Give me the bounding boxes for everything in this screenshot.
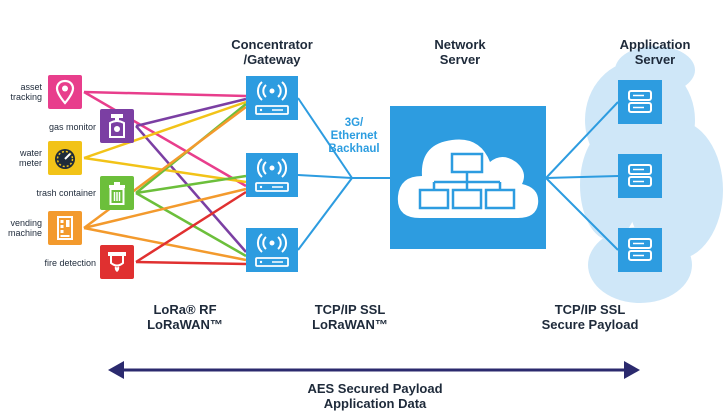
server-links: [545, 101, 619, 251]
payload-protocol-label: TCP/IP SSL Secure Payload: [525, 302, 655, 332]
device-label-line: trash container: [36, 188, 96, 198]
location-pin-icon: [55, 79, 75, 105]
transport-protocol-line: LoRaWAN™: [312, 317, 388, 332]
radio-protocol-line: LoRaWAN™: [147, 317, 223, 332]
server-icon: [628, 164, 652, 187]
gateway-2: [246, 153, 298, 197]
device-label-vending-machine: vending machine: [0, 218, 42, 238]
device-label-line: gas monitor: [48, 122, 96, 132]
vending-machine-icon: [57, 216, 73, 240]
gateway-antenna-icon: [255, 81, 289, 115]
device-label-asset-tracking: asset tracking: [0, 82, 42, 102]
application-server-header-line1: Application: [619, 37, 691, 52]
device-label-line: fire detection: [44, 258, 96, 268]
server-icon: [628, 238, 652, 261]
gateway-3: [246, 228, 298, 272]
network-server-header: Network Server: [410, 37, 510, 67]
gateway-antenna-icon: [255, 158, 289, 192]
application-server-header-line2: Server: [634, 52, 676, 67]
fire-detection-tile: [100, 245, 134, 279]
water-meter-tile: [48, 141, 82, 175]
aes-banner-line: Application Data: [323, 396, 427, 411]
device-label-line: machine: [7, 228, 42, 238]
gateway-antenna-icon: [255, 233, 289, 267]
device-label-gas-monitor: gas monitor: [20, 122, 96, 132]
payload-protocol-line: TCP/IP SSL: [554, 302, 626, 317]
asset-tracking-tile: [48, 75, 82, 109]
network-server-header-line1: Network: [434, 37, 486, 52]
application-server-1: [618, 80, 662, 124]
fire-alarm-icon: [108, 252, 126, 272]
concentrator-header: Concentrator /Gateway: [212, 37, 332, 67]
trash-container-tile: [100, 176, 134, 210]
trash-can-icon: [109, 182, 125, 205]
backhaul-links: [297, 97, 390, 251]
device-label-water-meter: water meter: [0, 148, 42, 168]
transport-protocol-label: TCP/IP SSL LoRaWAN™: [295, 302, 405, 332]
device-label-line: water: [19, 148, 42, 158]
network-server-header-line2: Server: [439, 52, 481, 67]
application-server-2: [618, 154, 662, 198]
application-server-header: Application Server: [600, 37, 710, 67]
device-label-trash-container: trash container: [10, 188, 96, 198]
gas-cylinder-icon: [109, 114, 125, 138]
transport-protocol-line: TCP/IP SSL: [314, 302, 386, 317]
concentrator-header-line2: /Gateway: [243, 52, 301, 67]
backhaul-label-line: Ethernet: [330, 130, 378, 142]
device-label-line: meter: [18, 158, 42, 168]
payload-protocol-line: Secure Payload: [541, 317, 639, 332]
network-server-box: [390, 106, 546, 249]
gateway-1: [246, 76, 298, 120]
gauge-icon: [55, 149, 75, 169]
device-label-line: vending: [10, 218, 42, 228]
radio-protocol-line: LoRa® RF: [153, 302, 217, 317]
vending-machine-tile: [48, 211, 82, 245]
server-icon: [628, 90, 652, 113]
radio-protocol-label: LoRa® RF LoRaWAN™: [130, 302, 240, 332]
cloud-network-icon: [397, 139, 539, 218]
application-server-3: [618, 228, 662, 272]
concentrator-header-line1: Concentrator: [231, 37, 313, 52]
backhaul-label-line: 3G/: [344, 117, 364, 129]
gas-monitor-tile: [100, 109, 134, 143]
backhaul-label-line: Backhaul: [328, 143, 380, 155]
device-label-fire-detection: fire detection: [20, 258, 96, 268]
backhaul-label: 3G/ Ethernet Backhaul: [322, 117, 386, 156]
aes-banner-label: AES Secured Payload Application Data: [280, 381, 470, 411]
device-label-line: tracking: [10, 92, 42, 102]
aes-banner-line: AES Secured Payload: [307, 381, 443, 396]
device-label-line: asset: [20, 82, 42, 92]
aes-double-arrow: [108, 361, 640, 379]
